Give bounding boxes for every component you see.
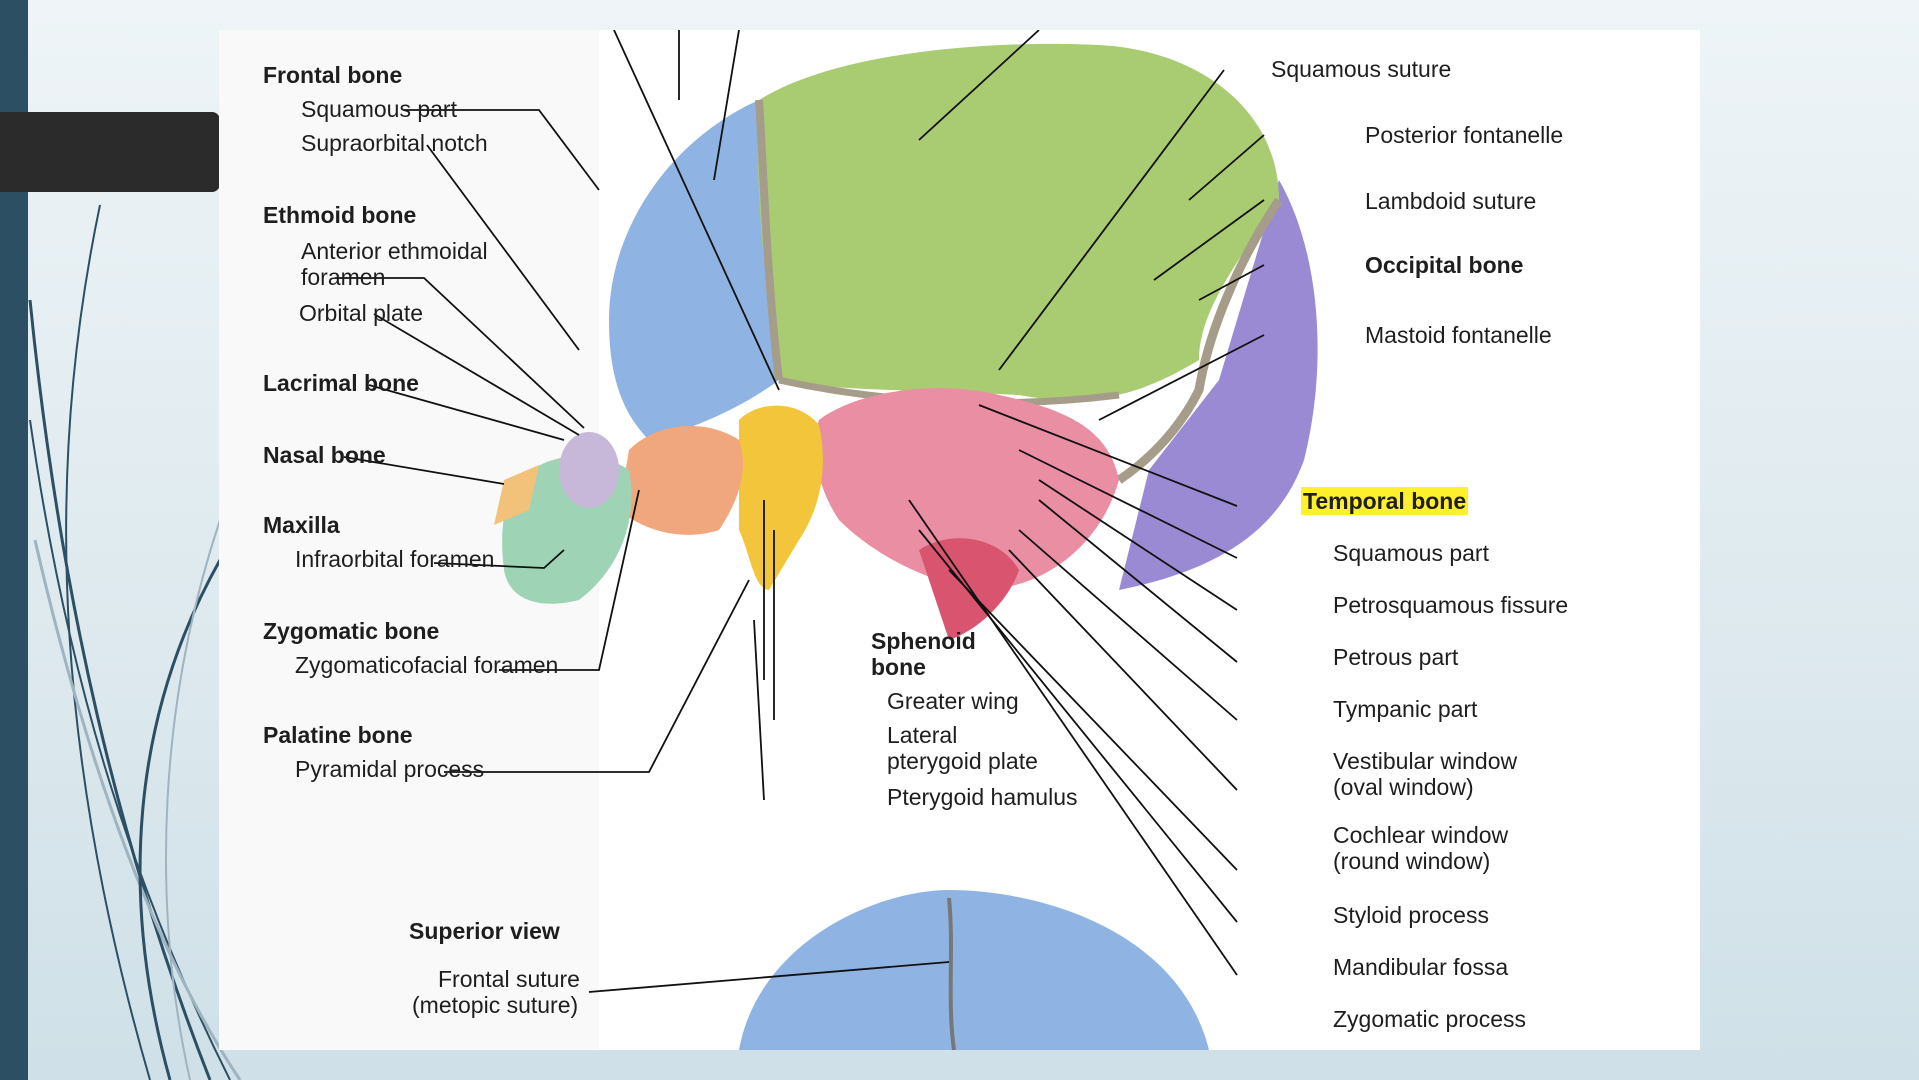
label-lacrimal-bone: Lacrimal bone xyxy=(263,370,419,396)
label-pyramidal-process: Pyramidal process xyxy=(295,756,485,782)
decorative-swoosh-lines xyxy=(28,204,242,1080)
label-petrosquamous-fissure: Petrosquamous fissure xyxy=(1333,592,1569,618)
slide-title-tab xyxy=(0,112,220,192)
label-zygomatic-process: Zygomatic process xyxy=(1333,1006,1527,1032)
sphenoid-bone-region xyxy=(739,405,823,590)
frontal-bone-region xyxy=(609,100,779,440)
label-sphenoid-bone: Sphenoid xyxy=(871,628,976,654)
ethmoid-orbit-region xyxy=(559,432,619,508)
label-round-window: (round window) xyxy=(1333,848,1491,874)
label-orbital-plate: Orbital plate xyxy=(299,300,424,326)
label-zygomaticofacial-foramen: Zygomaticofacial foramen xyxy=(295,652,559,678)
label-vestibular-window: Vestibular window xyxy=(1333,748,1518,774)
label-maxilla: Maxilla xyxy=(263,512,340,538)
label-tympanic-part: Tympanic part xyxy=(1333,696,1478,722)
occipital-bone-region xyxy=(1119,180,1318,590)
lambdoid-suture-region xyxy=(1116,197,1283,484)
label-frontal-squamous-part: Squamous part xyxy=(301,96,457,122)
label-anterior-ethmoidal-foramen: foramen xyxy=(301,264,386,290)
label-superior-view: Superior view xyxy=(409,918,560,944)
label-squamous-suture: Squamous suture xyxy=(1271,56,1452,82)
zygomatic-bone-region xyxy=(619,426,743,535)
temporal-tympanic-region xyxy=(919,538,1019,640)
label-infraorbital-foramen: Infraorbital foramen xyxy=(295,546,495,572)
label-ethmoid-bone: Ethmoid bone xyxy=(263,202,417,228)
skull-figure-panel: Frontal bone Squamous part Supraorbital … xyxy=(219,30,1700,1050)
neonatal-skull-lateral-view xyxy=(335,30,1318,1050)
label-temporal-squamous-part: Squamous part xyxy=(1333,540,1489,566)
label-nasal-bone: Nasal bone xyxy=(263,442,386,468)
label-anterior-ethmoidal: Anterior ethmoidal xyxy=(301,238,488,264)
label-posterior-fontanelle: Posterior fontanelle xyxy=(1365,122,1564,148)
label-temporal-bone: Temporal bone xyxy=(1301,487,1469,515)
coronal-suture xyxy=(755,99,783,381)
label-cochlear-window: Cochlear window xyxy=(1333,822,1509,848)
label-occipital-bone: Occipital bone xyxy=(1365,252,1524,278)
label-palatine-bone: Palatine bone xyxy=(263,722,413,748)
label-petrous-part: Petrous part xyxy=(1333,644,1459,670)
label-zygomatic-bone: Zygomatic bone xyxy=(263,618,440,644)
label-lateral-pterygoid-plate: pterygoid plate xyxy=(887,748,1038,774)
label-lateral-pterygoid: Lateral xyxy=(887,722,958,748)
label-pterygoid-hamulus: Pterygoid hamulus xyxy=(887,784,1078,810)
label-styloid-process: Styloid process xyxy=(1333,902,1489,928)
nasal-bone-region xyxy=(494,465,539,525)
label-metopic-suture: (metopic suture) xyxy=(412,992,579,1018)
parietal-bone-region xyxy=(757,43,1279,401)
metopic-suture-line xyxy=(947,897,956,1050)
label-frontal-suture: Frontal suture xyxy=(438,966,580,992)
superior-view-skull-region xyxy=(739,890,1209,1050)
label-lambdoid-suture: Lambdoid suture xyxy=(1365,188,1537,214)
temporal-bone-region xyxy=(815,388,1119,590)
label-mastoid-fontanelle: Mastoid fontanelle xyxy=(1365,322,1552,348)
label-mandibular-fossa: Mandibular fossa xyxy=(1333,954,1509,980)
label-sphenoid-bone-2: bone xyxy=(871,654,926,680)
label-greater-wing: Greater wing xyxy=(887,688,1019,714)
label-supraorbital-notch: Supraorbital notch xyxy=(301,130,488,156)
label-frontal-bone: Frontal bone xyxy=(263,62,403,88)
label-oval-window: (oval window) xyxy=(1333,774,1474,800)
